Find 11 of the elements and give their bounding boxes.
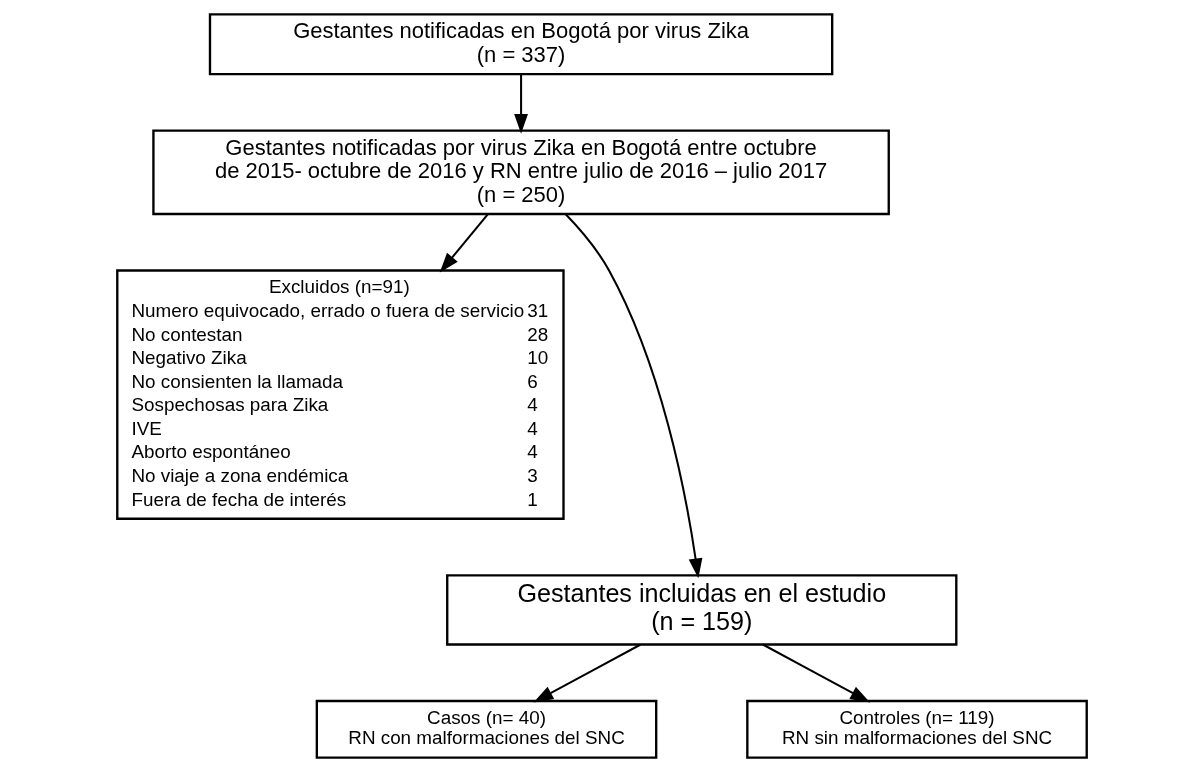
node-box: Gestantes notificadas en Bogotá por virus Zika (n = 337) [208, 13, 834, 76]
arrow [514, 74, 528, 134]
node-box: Gestantes incluidas en el estudio (n = 159) [446, 574, 958, 646]
node-box: Casos (n= 40) RN con malformaciones del SNC [315, 699, 658, 759]
node-box: Gestantes notificadas por virus Zika en Bogotá entre octubre de 2015- octubre de 2016 y RN entre julio de 2016 – julio 2017 (n = 250) [152, 129, 890, 216]
node-box: Controles (n= 119) RN sin malformaciones del SNC [746, 699, 1088, 759]
node-box: Excluidos (n=91) Numero equivocado, errado o fuera de servicio 31 No contestan 28 Negativo Zika 10 No consienten la llamada 6 Sospechosas para Zika 4 IVE 4 Aborto espontáneo 4 No viaje a zona endémica 3 Fuera de fecha de interés 1 [116, 269, 565, 520]
arrow [565, 213, 703, 579]
arrow [439, 213, 489, 273]
arrow [762, 643, 871, 703]
arrow [533, 643, 642, 703]
